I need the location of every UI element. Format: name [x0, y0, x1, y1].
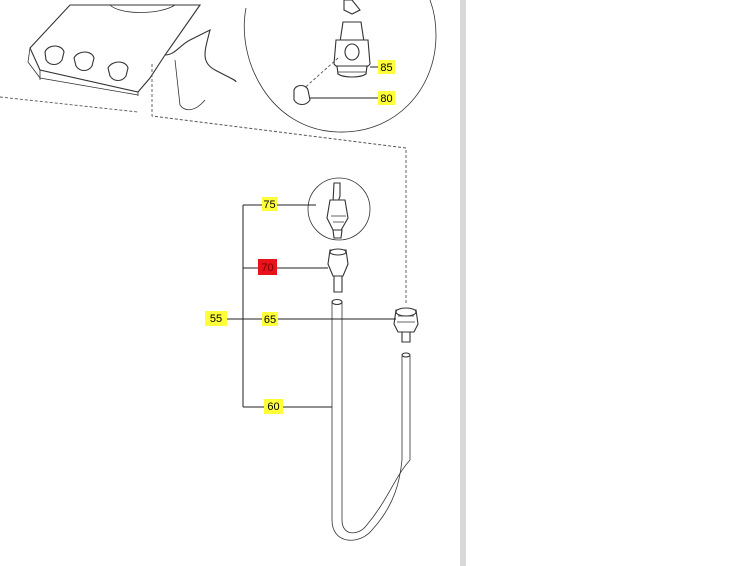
pane-splitter[interactable] — [460, 0, 466, 566]
fitting-illustration — [327, 248, 349, 293]
detail-circle-valve — [243, 0, 437, 133]
assembly-bracket — [227, 204, 396, 408]
side-pane — [466, 0, 754, 566]
diagram-pane[interactable]: 85 80 75 70 55 65 — [0, 0, 460, 566]
callout-85[interactable]: 85 — [378, 60, 395, 74]
detail-circle-nozzle — [307, 177, 371, 241]
callout-65[interactable]: 65 — [262, 312, 278, 326]
svg-text:55: 55 — [210, 313, 222, 325]
svg-text:80: 80 — [380, 93, 392, 105]
exploded-parts-diagram: 85 80 75 70 55 65 — [0, 0, 437, 541]
svg-text:60: 60 — [267, 401, 279, 413]
svg-text:65: 65 — [264, 314, 276, 326]
tube-illustration — [331, 298, 411, 541]
svg-text:75: 75 — [263, 199, 275, 211]
svg-text:70: 70 — [261, 262, 273, 274]
callout-75[interactable]: 75 — [262, 197, 277, 211]
callout-70-selected[interactable]: 70 — [258, 259, 277, 275]
holder-base-illustration — [27, 4, 237, 111]
connector-illustration — [393, 307, 419, 343]
svg-text:85: 85 — [380, 62, 392, 74]
leader-line — [0, 96, 139, 113]
callout-55[interactable]: 55 — [205, 311, 227, 326]
callout-60[interactable]: 60 — [264, 399, 283, 414]
callout-80[interactable]: 80 — [378, 91, 395, 105]
leader-line — [151, 64, 407, 305]
